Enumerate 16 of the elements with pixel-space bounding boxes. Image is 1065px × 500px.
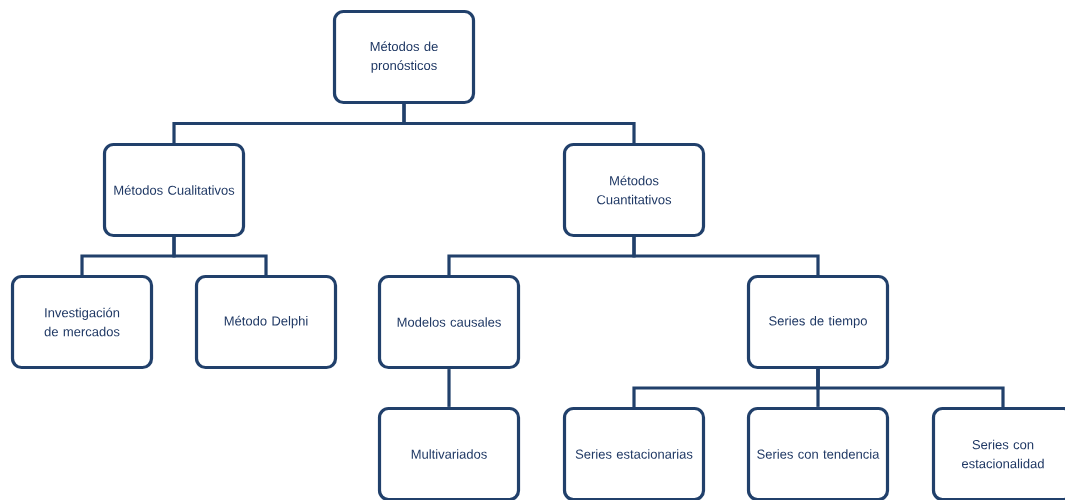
- process-box: Métodos Cuantitativos: [562, 142, 706, 238]
- process-box: Métodos de pronósticos: [332, 9, 476, 105]
- connector-line: [632, 237, 820, 275]
- process-box: Series con tendencia: [746, 406, 890, 500]
- connector-line: [402, 104, 636, 143]
- connector-line: [447, 369, 451, 407]
- process-box: Series de tiempo: [746, 274, 890, 370]
- process-box: Multivariados: [377, 406, 521, 500]
- process-box: Métodos Cualitativos: [102, 142, 246, 238]
- process-box: Investigación de mercados: [10, 274, 154, 370]
- process-box: Series estacionarias: [562, 406, 706, 500]
- process-box: Método Delphi: [194, 274, 338, 370]
- process-box: Series con estacionalidad: [931, 406, 1065, 500]
- connector-line: [816, 369, 1005, 407]
- process-box: Modelos causales: [377, 274, 521, 370]
- connector-line: [172, 237, 268, 275]
